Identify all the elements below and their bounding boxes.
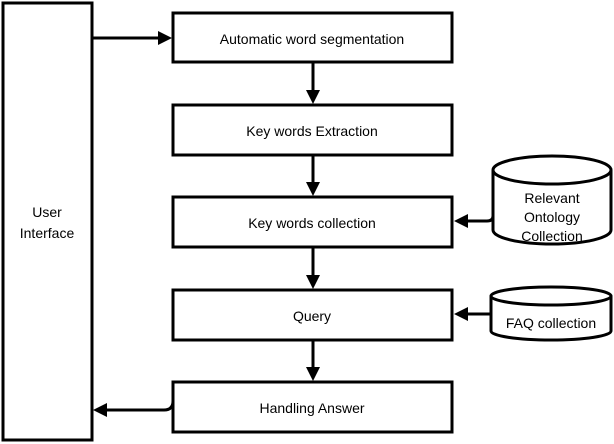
user-interface-box: User Interface (1, 1, 94, 442)
arrowhead-extraction-to-collection (306, 182, 320, 196)
arrowhead-ui-to-segmentation (158, 31, 172, 45)
ontology-database-cylinder: Relevant Ontology Collection (491, 154, 613, 246)
step-word-segmentation-box: Automatic word segmentation (171, 11, 454, 64)
ontology-label-line-3: Collection (521, 228, 582, 244)
arrow-answer-to-ui (105, 400, 175, 412)
step-keywords-extraction-box: Key words Extraction (171, 103, 454, 157)
step-word-segmentation-label: Automatic word segmentation (220, 31, 404, 47)
arrowhead-answer-to-ui (93, 403, 107, 417)
arrowhead-segmentation-to-extraction (306, 90, 320, 104)
step-handling-answer-label: Handling Answer (259, 400, 364, 416)
user-interface-label-line-2: Interface (20, 225, 75, 241)
step-handling-answer-box: Handling Answer (171, 380, 454, 434)
faq-database-cylinder: FAQ collection (489, 285, 613, 342)
step-keywords-collection-box: Key words collection (171, 195, 454, 249)
arrowhead-ontology-to-collection (454, 214, 468, 228)
arrow-ontology-to-collection (466, 215, 495, 223)
step-query-box: Query (171, 288, 454, 342)
user-interface-label-line-1: User (32, 204, 62, 220)
arrowhead-faq-to-query (454, 307, 468, 321)
step-keywords-extraction-label: Key words Extraction (246, 123, 378, 139)
ontology-label-line-2: Ontology (524, 209, 580, 225)
step-query-label: Query (293, 308, 331, 324)
step-keywords-collection-label: Key words collection (248, 215, 376, 231)
faq-label: FAQ collection (506, 315, 596, 331)
ontology-label-line-1: Relevant (524, 190, 579, 206)
arrowhead-collection-to-query (306, 275, 320, 289)
arrowhead-query-to-answer (306, 367, 320, 381)
